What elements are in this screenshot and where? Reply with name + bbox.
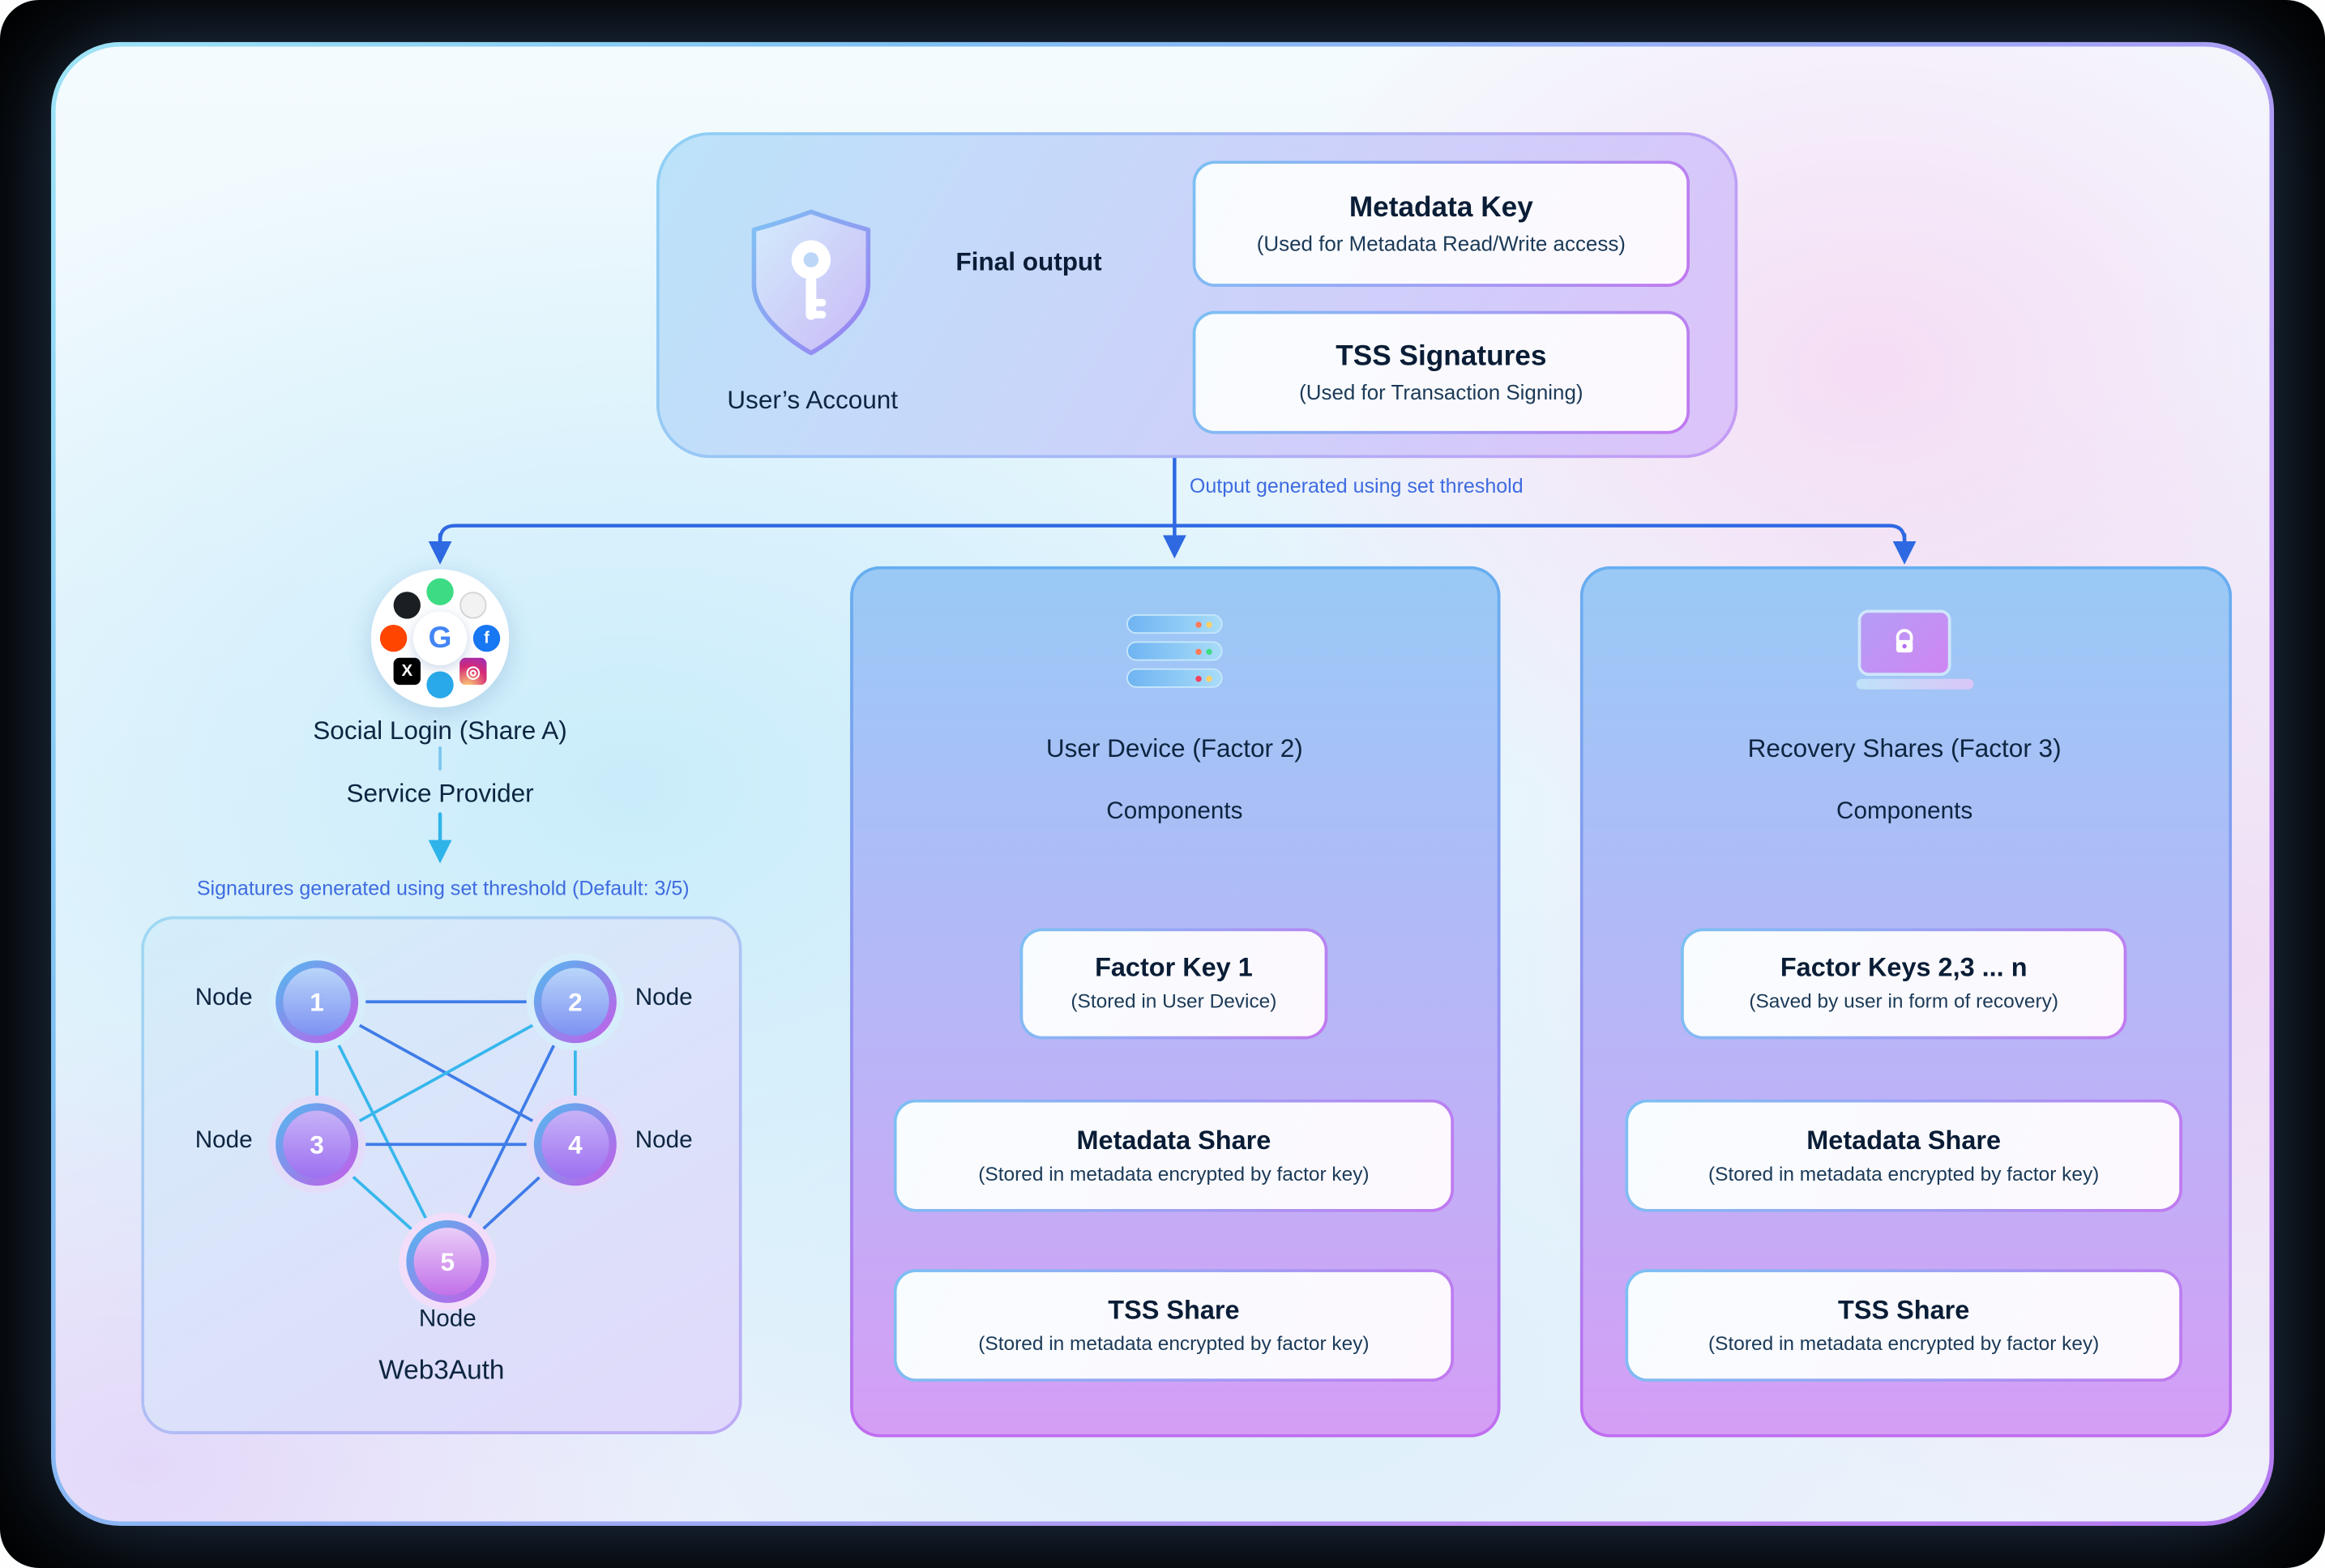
- recovery-metadata-share-title: Metadata Share: [1806, 1124, 2002, 1155]
- tss-signatures-title: TSS Signatures: [1336, 340, 1547, 373]
- device-components-label: Components: [1106, 799, 1243, 825]
- node-5-number: 5: [441, 1247, 455, 1276]
- factor-key-1-title: Factor Key 1: [1095, 952, 1253, 983]
- server-bar: [1126, 614, 1223, 634]
- github-icon: [393, 592, 421, 619]
- factor-key-1-subtitle: (Stored in User Device): [1071, 989, 1277, 1013]
- device-tss-share-subtitle: (Stored in metadata encrypted by factor …: [978, 1331, 1370, 1355]
- google-icon: G: [412, 611, 468, 666]
- laptop-lock-icon: [1856, 609, 1974, 690]
- device-metadata-share-card: Metadata Share (Stored in metadata encry…: [894, 1100, 1454, 1212]
- node-network-graph: 1 2 3 4 5: [267, 952, 625, 1311]
- device-metadata-share-subtitle: (Stored in metadata encrypted by factor …: [978, 1161, 1370, 1185]
- led-dot: [1206, 675, 1212, 681]
- lock-icon: [1895, 629, 1913, 653]
- key-glyph: [791, 240, 831, 320]
- recovery-components-label: Components: [1836, 799, 1973, 825]
- node-3-number: 3: [310, 1130, 324, 1159]
- node-3-label: Node: [194, 1127, 253, 1154]
- server-bar: [1126, 668, 1223, 688]
- x-icon: X: [393, 657, 421, 686]
- tss-signatures-subtitle: (Used for Transaction Signing): [1299, 379, 1583, 404]
- server-bar: [1126, 641, 1223, 661]
- recovery-metadata-share-subtitle: (Stored in metadata encrypted by factor …: [1708, 1161, 2100, 1185]
- service-provider-label: Service Provider: [346, 779, 534, 809]
- reddit-icon: [379, 625, 408, 652]
- node-5: 5: [399, 1212, 497, 1311]
- signatures-threshold-label: Signatures generated using set threshold…: [196, 877, 690, 900]
- led-dot: [1206, 647, 1212, 655]
- node-4: 4: [526, 1096, 625, 1194]
- metadata-key-title: Metadata Key: [1348, 192, 1533, 224]
- web3auth-node-box: 1 2 3 4 5 Node Node: [141, 916, 742, 1434]
- device-tss-share-card: TSS Share (Stored in metadata encrypted …: [894, 1269, 1454, 1382]
- node-5-label: Node: [418, 1306, 477, 1332]
- instagram-icon: ◎: [459, 657, 487, 686]
- telegram-icon: [426, 671, 454, 699]
- led-dot: [1195, 675, 1202, 681]
- node-2: 2: [526, 952, 625, 1051]
- factor-keys-n-title: Factor Keys 2,3 ... n: [1780, 952, 2028, 983]
- node-2-label: Node: [635, 985, 693, 1011]
- led-dot: [1206, 621, 1212, 627]
- node-4-label: Node: [635, 1127, 693, 1154]
- led-dot: [1195, 621, 1202, 627]
- final-output-label: Final output: [955, 247, 1102, 277]
- recovery-tss-share-title: TSS Share: [1838, 1294, 1970, 1325]
- facebook-icon: f: [472, 625, 501, 652]
- device-metadata-share-title: Metadata Share: [1076, 1124, 1271, 1155]
- factor-keys-n-subtitle: (Saved by user in form of recovery): [1749, 989, 2059, 1013]
- social-login-icon-cluster: f ◎ X G: [370, 569, 510, 707]
- led-dot: [1195, 647, 1202, 655]
- recovery-tss-share-card: TSS Share (Stored in metadata encrypted …: [1625, 1269, 2182, 1382]
- tss-signatures-card: TSS Signatures (Used for Transaction Sig…: [1193, 311, 1690, 434]
- factor-key-1-card: Factor Key 1 (Stored in User Device): [1019, 928, 1327, 1039]
- node-1: 1: [267, 952, 366, 1051]
- node-3: 3: [267, 1096, 366, 1194]
- social-login-label: Social Login (Share A): [313, 716, 567, 746]
- user-account-label: User’s Account: [727, 386, 899, 415]
- web3auth-label: Web3Auth: [378, 1354, 505, 1385]
- laptop-screen: [1857, 609, 1951, 677]
- node-1-number: 1: [310, 987, 324, 1016]
- shield-key-icon: [751, 209, 871, 356]
- device-tss-share-title: TSS Share: [1108, 1294, 1240, 1325]
- android-icon: [426, 578, 454, 605]
- apple-icon: [459, 592, 487, 619]
- output-threshold-label: Output generated using set threshold: [1189, 474, 1524, 498]
- node-2-number: 2: [568, 987, 583, 1016]
- node-1-label: Node: [194, 985, 253, 1011]
- metadata-key-card: Metadata Key (Used for Metadata Read/Wri…: [1193, 160, 1690, 287]
- server-icon: [1123, 614, 1225, 695]
- node-4-number: 4: [568, 1130, 583, 1159]
- recovery-tss-share-subtitle: (Stored in metadata encrypted by factor …: [1708, 1331, 2100, 1355]
- recovery-metadata-share-card: Metadata Share (Stored in metadata encry…: [1625, 1100, 2182, 1212]
- metadata-key-subtitle: (Used for Metadata Read/Write access): [1256, 230, 1626, 255]
- factor-keys-n-card: Factor Keys 2,3 ... n (Saved by user in …: [1681, 928, 2126, 1039]
- user-device-title: User Device (Factor 2): [1045, 734, 1303, 763]
- recovery-shares-title: Recovery Shares (Factor 3): [1747, 734, 2062, 763]
- laptop-base: [1856, 678, 1974, 690]
